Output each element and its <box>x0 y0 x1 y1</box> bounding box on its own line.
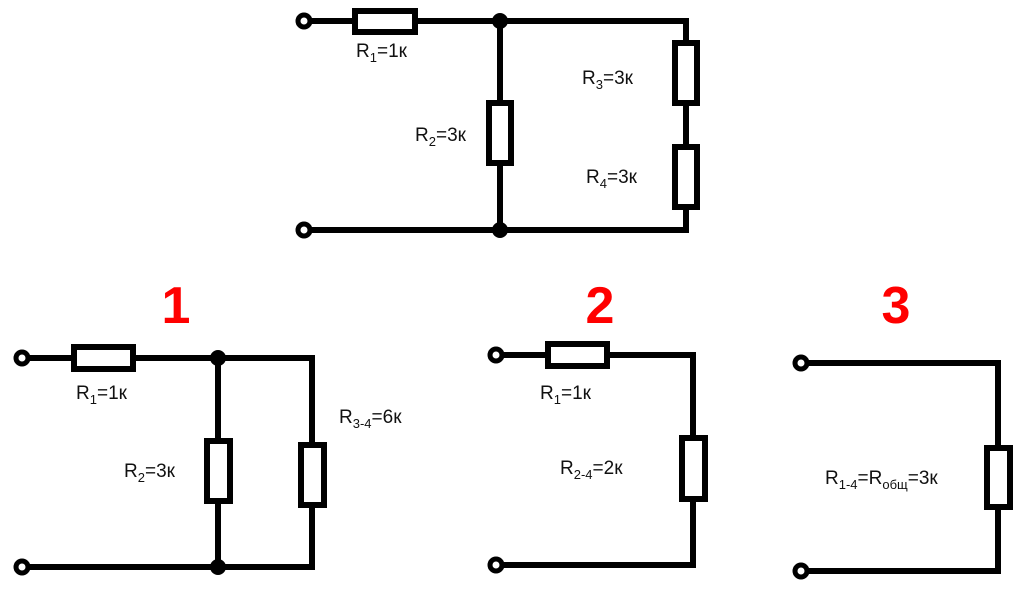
junction-node <box>210 350 226 366</box>
input-terminal <box>487 346 505 364</box>
input-terminal <box>295 12 313 30</box>
resistor-r3 <box>672 40 700 106</box>
label-r1: R1=1к <box>540 383 592 407</box>
resistor-r2-4 <box>679 435 708 502</box>
step-number: 2 <box>586 277 615 335</box>
input-terminal <box>487 556 505 574</box>
step-1-circuit: 1 R1=1к R2=3к R3-4=6к <box>13 277 402 576</box>
input-terminal <box>295 221 313 239</box>
resistor-r1 <box>545 341 610 369</box>
resistor-r1 <box>71 344 136 372</box>
original-circuit: R1=1к R2=3к R3=3к R4=3к <box>295 8 700 239</box>
input-terminal <box>13 558 31 576</box>
step-2-circuit: 2 R1=1к R2-4=2к <box>487 277 708 574</box>
junction-node <box>210 559 226 575</box>
label-r3: R3=3к <box>582 68 634 92</box>
step-number: 1 <box>162 277 191 335</box>
input-terminal <box>13 349 31 367</box>
label-r3-4: R3-4=6к <box>339 407 402 431</box>
resistor-r1-4 <box>984 445 1013 510</box>
resistor-r2 <box>486 100 514 166</box>
resistor-r1 <box>352 8 418 35</box>
step-number: 3 <box>882 277 911 335</box>
label-r-total: R1-4=Rобщ=3к <box>825 468 938 492</box>
label-r1: R1=1к <box>76 383 128 407</box>
resistor-r2 <box>204 438 233 504</box>
label-r2: R2=3к <box>415 125 467 149</box>
step-3-circuit: 3 R1-4=Rобщ=3к <box>792 277 1013 580</box>
input-terminal <box>792 562 810 580</box>
junction-node <box>492 222 508 238</box>
label-r2-4: R2-4=2к <box>560 458 623 482</box>
input-terminal <box>792 354 810 372</box>
label-r2: R2=3к <box>124 461 176 485</box>
junction-node <box>492 13 508 29</box>
label-r1: R1=1к <box>356 41 408 65</box>
wire <box>798 360 1001 574</box>
resistor-r4 <box>672 144 700 210</box>
label-r4: R4=3к <box>586 167 638 191</box>
resistor-r3-4 <box>298 442 327 508</box>
